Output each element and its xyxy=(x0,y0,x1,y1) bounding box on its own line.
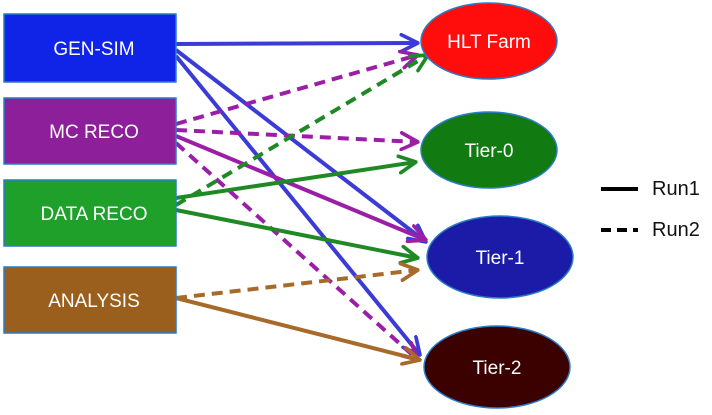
source-label-data-reco: DATA RECO xyxy=(41,204,148,225)
edge-mc-reco-to-hlt-farm xyxy=(175,55,418,126)
source-label-analysis: ANALYSIS xyxy=(48,291,140,312)
target-ellipse-tier-1 xyxy=(426,215,574,299)
target-ellipse-tier-0 xyxy=(420,111,558,189)
edge-data-reco-to-tier-0 xyxy=(175,162,416,200)
legend-label: Run1 xyxy=(652,178,700,200)
edge-analysis-to-tier-2 xyxy=(175,296,420,360)
nodes-layer: GEN-SIM MC RECO DATA RECO ANALYSIS HLT FarmT… xyxy=(3,2,574,409)
legend-label: Run2 xyxy=(652,219,700,241)
edge-data-reco-to-hlt-farm xyxy=(174,55,428,207)
edges-layer xyxy=(174,43,428,360)
target-label-tier-0: Tier-0 xyxy=(465,141,514,162)
source-label-gen-sim: GEN-SIM xyxy=(53,39,134,60)
edge-analysis-to-tier-1 xyxy=(175,270,418,300)
source-node-mc-reco: MC RECO xyxy=(3,97,177,165)
source-node-gen-sim: GEN-SIM xyxy=(3,13,177,83)
target-label-tier-2: Tier-2 xyxy=(473,358,522,379)
legend-item-run2: Run2 xyxy=(601,219,700,241)
target-node-tier-1: Tier-1 xyxy=(426,215,574,299)
legend-item-run1: Run1 xyxy=(601,178,700,200)
target-label-tier-1: Tier-1 xyxy=(476,248,525,269)
source-node-data-reco: DATA RECO xyxy=(3,179,177,247)
target-node-tier-0: Tier-0 xyxy=(420,111,558,189)
source-label-mc-reco: MC RECO xyxy=(49,122,139,143)
edge-mc-reco-to-tier-0 xyxy=(175,128,418,142)
source-node-analysis: ANALYSIS xyxy=(3,266,177,334)
target-node-hlt-farm: HLT Farm xyxy=(420,2,558,80)
edge-mc-reco-to-tier-2 xyxy=(174,141,418,360)
edge-gen-sim-to-hlt-farm xyxy=(175,43,418,44)
edge-data-reco-to-tier-1 xyxy=(175,208,418,258)
edge-mc-reco-to-tier-1 xyxy=(175,134,426,240)
edge-gen-sim-to-tier-1 xyxy=(174,48,426,242)
target-label-hlt-farm: HLT Farm xyxy=(447,32,531,53)
target-node-tier-2: Tier-2 xyxy=(423,325,571,409)
source-box-data-reco xyxy=(3,179,177,247)
source-box-analysis xyxy=(3,266,177,334)
edge-gen-sim-to-tier-2 xyxy=(174,54,420,355)
target-ellipse-hlt-farm xyxy=(420,2,558,80)
source-box-gen-sim xyxy=(3,13,177,83)
source-box-mc-reco xyxy=(3,97,177,165)
target-ellipse-tier-2 xyxy=(423,325,571,409)
